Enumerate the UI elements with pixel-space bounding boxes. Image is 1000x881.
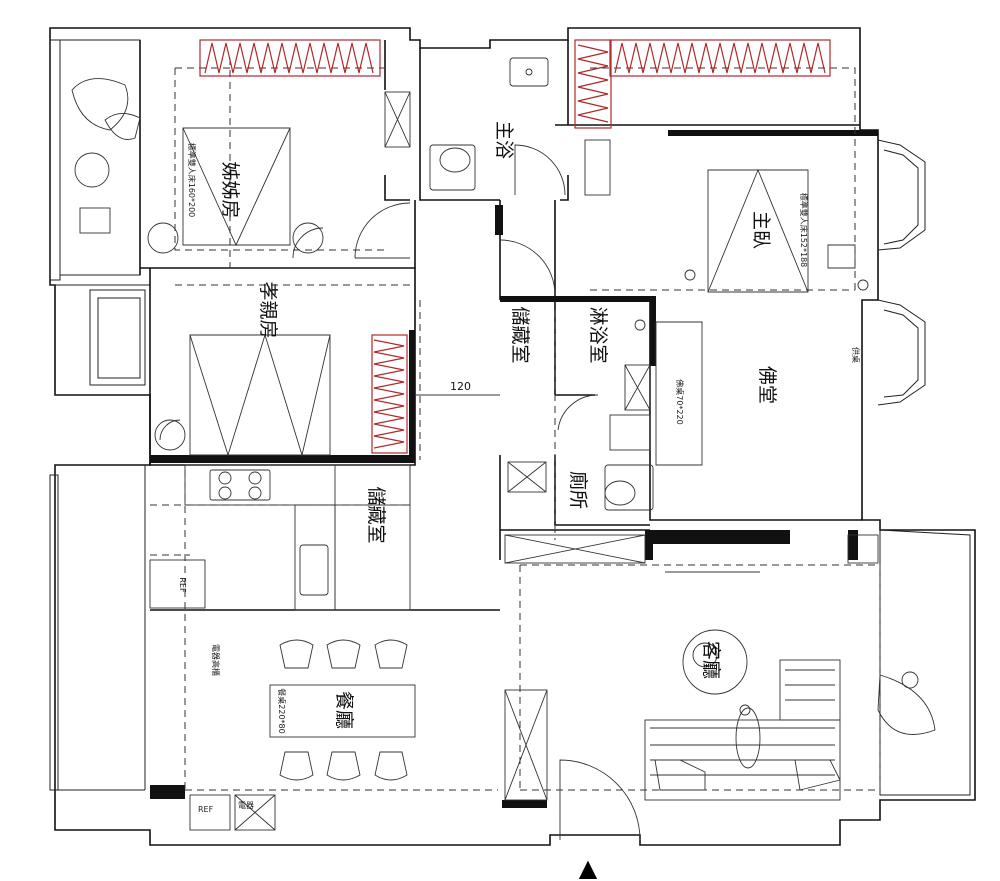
note-shrine-table: 佛桌70*220 xyxy=(675,379,685,424)
note-bed-master: 標準雙人床152*188 xyxy=(799,193,809,268)
wardrobes xyxy=(199,39,831,454)
sister-lounge xyxy=(71,78,324,451)
note-side-cab: 電器 xyxy=(238,801,254,810)
fixtures xyxy=(384,57,654,511)
misc xyxy=(634,244,869,573)
note-dining-table: 餐桌220*80 xyxy=(277,688,287,733)
label-shrine: 佛堂 xyxy=(756,366,778,404)
beds xyxy=(182,127,809,466)
kitchen xyxy=(149,464,411,831)
label-dining: 餐廳 xyxy=(333,691,355,729)
note-wall-cabinet: 電器高櫃 xyxy=(211,644,221,676)
label-living: 客廳 xyxy=(700,641,722,679)
entrance-arrow-icon: ▲ xyxy=(579,854,598,881)
label-master-bath: 主浴 xyxy=(493,121,515,159)
annotations: 標準雙人床160*200 標準雙人床152*188 佛桌70*220 餐桌220… xyxy=(178,143,861,814)
note-ref-1: REF xyxy=(178,577,187,593)
note-bed-sister: 標準雙人床160*200 xyxy=(187,143,197,218)
label-master-bed: 主臥 xyxy=(750,211,772,249)
label-sister-room: 姊姊房 xyxy=(219,161,241,218)
label-parents-room: 孝親房 xyxy=(257,281,279,338)
room-labels: 姊姊房 孝親房 主浴 主臥 儲藏室 淋浴室 佛堂 廁所 儲藏室 餐廳 客廳 xyxy=(219,121,778,729)
dimension-120: 120 xyxy=(450,380,471,393)
label-shower: 淋浴室 xyxy=(587,306,609,363)
doors xyxy=(159,144,641,841)
label-storage-mid: 儲藏室 xyxy=(509,306,531,363)
label-storage-kitchen: 儲藏室 xyxy=(365,486,387,543)
note-ref-2: REF xyxy=(198,805,214,814)
windows xyxy=(49,39,926,791)
living-furniture xyxy=(504,534,936,801)
dining-set xyxy=(269,639,416,781)
label-toilet: 廁所 xyxy=(567,471,590,509)
note-shrine-side: 供桌 xyxy=(851,347,861,363)
solid-walls xyxy=(150,130,878,808)
